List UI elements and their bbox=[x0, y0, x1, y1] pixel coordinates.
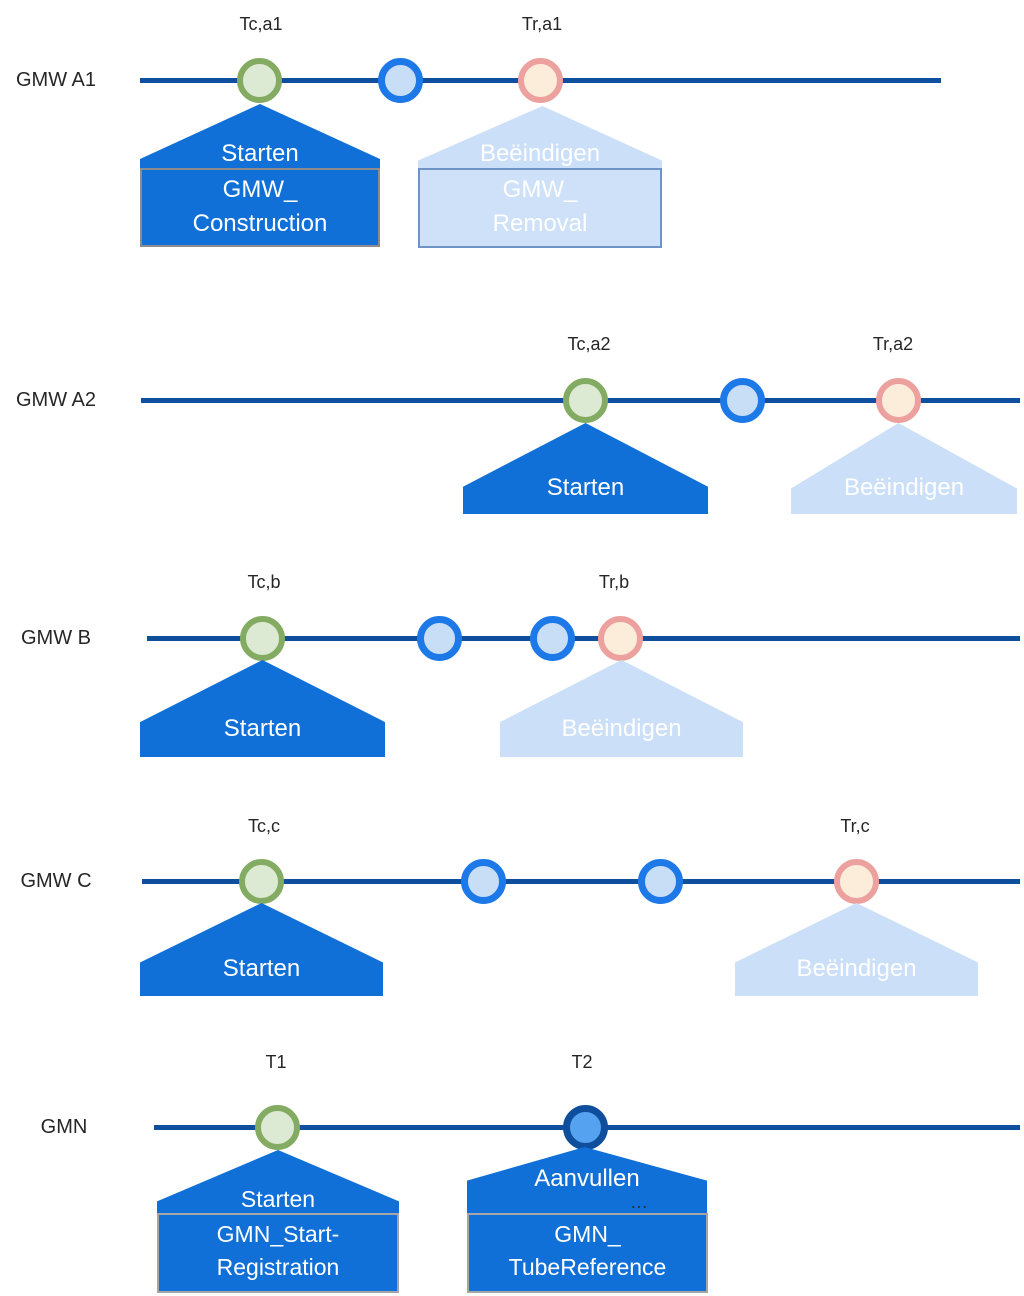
doc-line-1: GMW_ bbox=[502, 176, 578, 203]
doc-line-1: GMW_ bbox=[222, 176, 298, 203]
callout-starten-gmn: Starten bbox=[157, 1150, 399, 1215]
removal-circle-pink-icon bbox=[598, 616, 643, 661]
intermediate-event-circle-blue-icon bbox=[638, 859, 683, 904]
callout-action-label: Starten bbox=[222, 955, 301, 982]
time-label-t1: T1 bbox=[265, 1052, 287, 1072]
removal-circle-pink-icon bbox=[518, 58, 563, 103]
row-label-gmw-a1: GMW A1 bbox=[15, 69, 96, 91]
callout-action-label: Beëindigen bbox=[843, 474, 965, 501]
time-label-tc-c: Tc,c bbox=[247, 816, 280, 836]
callout-beeindigen-gmw-a1: Beëindigen bbox=[418, 106, 662, 171]
intermediate-event-circle-blue-icon bbox=[530, 616, 575, 661]
callout-beeindigen-gmw-b: Beëindigen bbox=[500, 660, 743, 757]
doc-line-2: TubeReference bbox=[508, 1254, 667, 1280]
timeline-gmw-c bbox=[142, 879, 1020, 884]
time-label-t2: T2 bbox=[571, 1052, 593, 1072]
callout-action-label: Beëindigen bbox=[796, 955, 917, 982]
time-label-tr-a2: Tr,a2 bbox=[872, 334, 914, 354]
row-label-gmw-c: GMW C bbox=[20, 870, 92, 892]
callout-action-label: Aanvullen bbox=[534, 1165, 640, 1192]
row-label-gmw-b: GMW B bbox=[21, 627, 91, 649]
doc-line-2: Construction bbox=[192, 210, 328, 237]
time-label-tr-c: Tr,c bbox=[840, 816, 870, 836]
time-label-tr-a1: Tr,a1 bbox=[521, 14, 563, 34]
doc-line-1: GMN_Start- bbox=[216, 1221, 340, 1247]
callout-action-label: Starten bbox=[221, 140, 299, 167]
removal-circle-pink-icon bbox=[834, 859, 879, 904]
time-label-tr-b: Tr,b bbox=[598, 572, 630, 592]
callout-beeindigen-gmw-c: Beëindigen bbox=[735, 903, 978, 996]
tube-reference-circle-darkblue-icon bbox=[563, 1105, 608, 1150]
time-label-tc-b: Tc,b bbox=[247, 572, 281, 592]
time-label-tc-a2: Tc,a2 bbox=[567, 334, 611, 354]
callout-beeindigen-gmw-a2: Beëindigen bbox=[791, 423, 1017, 514]
construction-start-circle-green-icon bbox=[563, 378, 608, 423]
doc-gmn-tubereference: GMN_ TubeReference bbox=[467, 1213, 708, 1293]
callout-action-label: Beëindigen bbox=[479, 140, 601, 167]
intermediate-event-circle-blue-icon bbox=[720, 378, 765, 423]
doc-line-2: Removal bbox=[492, 210, 588, 237]
row-label-gmn: GMN bbox=[40, 1116, 88, 1138]
doc-gmn-start-registration: GMN_Start- Registration bbox=[157, 1213, 399, 1293]
doc-line-2: Registration bbox=[216, 1254, 340, 1280]
intermediate-event-circle-blue-icon bbox=[461, 859, 506, 904]
doc-gmw-construction: GMW_ Construction bbox=[140, 168, 380, 247]
removal-circle-pink-icon bbox=[876, 378, 921, 423]
construction-start-circle-green-icon bbox=[239, 859, 284, 904]
time-label-tc-a1: Tc,a1 bbox=[239, 14, 283, 34]
callout-starten-gmw-a1: Starten bbox=[140, 104, 380, 171]
callout-action-label: Starten bbox=[223, 715, 302, 742]
intermediate-event-circle-blue-icon bbox=[378, 58, 423, 103]
callout-action-label: Starten bbox=[546, 474, 625, 501]
timeline-gmw-b bbox=[147, 636, 1020, 641]
intermediate-event-circle-blue-icon bbox=[417, 616, 462, 661]
callout-starten-gmw-c: Starten bbox=[140, 903, 383, 996]
callout-starten-gmw-b: Starten bbox=[140, 660, 385, 757]
construction-start-circle-green-icon bbox=[240, 616, 285, 661]
callout-starten-gmw-a2: Starten bbox=[463, 423, 708, 514]
doc-line-1: GMN_ bbox=[554, 1221, 621, 1247]
callout-action-label: Beëindigen bbox=[561, 715, 682, 742]
callout-action-label: Starten bbox=[240, 1186, 316, 1212]
start-circle-green-icon bbox=[255, 1105, 300, 1150]
doc-gmw-removal: GMW_ Removal bbox=[418, 168, 662, 248]
row-label-gmw-a2: GMW A2 bbox=[15, 389, 96, 411]
construction-start-circle-green-icon bbox=[237, 58, 282, 103]
ellipsis-more-indicator: … bbox=[630, 1192, 650, 1212]
